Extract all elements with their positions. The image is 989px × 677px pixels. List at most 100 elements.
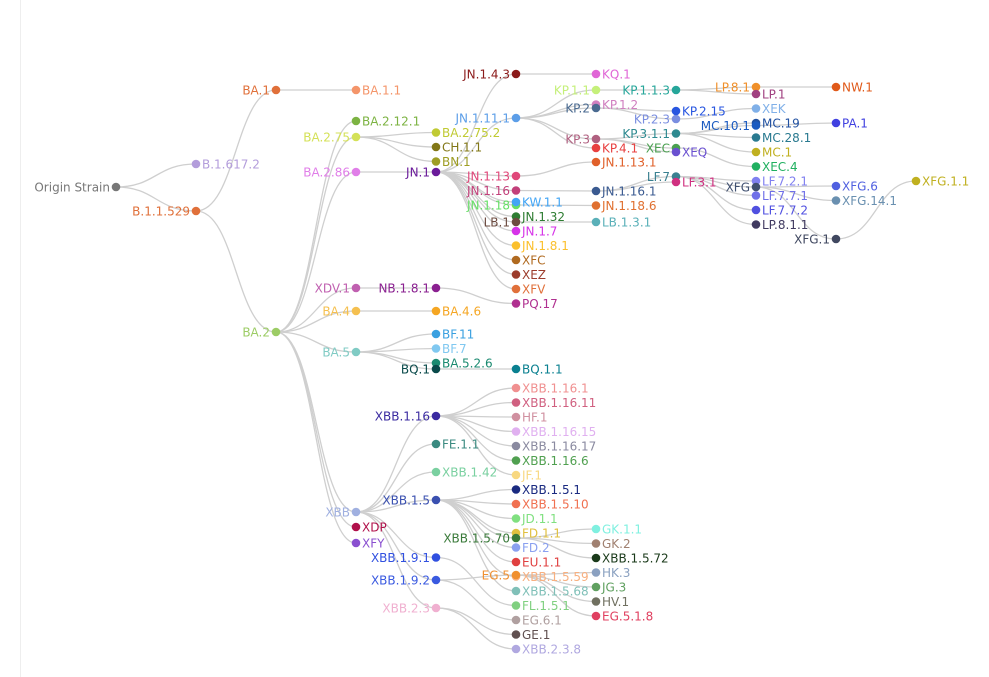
node-dot[interactable] <box>431 128 441 137</box>
node-eg-5-1-8[interactable]: EG.5.1.8 <box>591 609 654 623</box>
node-dot[interactable] <box>831 196 841 205</box>
node-dot[interactable] <box>191 159 201 169</box>
node-dot[interactable] <box>511 570 521 580</box>
node-dot[interactable] <box>511 226 521 236</box>
node-dot[interactable] <box>511 255 521 265</box>
node-dot[interactable] <box>511 197 521 207</box>
node-dot[interactable] <box>431 467 441 477</box>
node-dot[interactable] <box>511 499 521 509</box>
node-xfg-1-1[interactable]: XFG.1.1 <box>911 174 970 188</box>
node-kp-4-1[interactable]: KP.4.1 <box>591 141 638 155</box>
node-ba-4-6[interactable]: BA.4.6 <box>431 304 481 318</box>
node-dot[interactable] <box>591 568 601 577</box>
node-dot[interactable] <box>431 306 441 316</box>
node-dot[interactable] <box>591 157 601 167</box>
node-xbb-2-3[interactable]: XBB.2.3 <box>382 601 441 615</box>
node-xdp[interactable]: XDP <box>351 520 387 534</box>
node-fd-2[interactable]: FD.2 <box>511 541 550 555</box>
node-dot[interactable] <box>511 217 521 227</box>
node-dot[interactable] <box>831 181 841 191</box>
node-dot[interactable] <box>511 171 521 181</box>
node-dot[interactable] <box>511 543 521 552</box>
node-eu-1-1[interactable]: EU.1.1 <box>511 555 562 569</box>
node-dot[interactable] <box>511 601 521 610</box>
node-dot[interactable] <box>831 234 841 244</box>
node-dot[interactable] <box>511 299 521 308</box>
node-ba-2-75-2[interactable]: BA.2.75.2 <box>431 126 501 140</box>
node-xbb-1-42[interactable]: XBB.1.42 <box>431 465 498 479</box>
node-jn-1-13[interactable]: JN.1.13 <box>466 169 521 183</box>
node-xfg-14-1[interactable]: XFG.14.1 <box>831 194 897 208</box>
node-dot[interactable] <box>831 118 841 128</box>
node-dot[interactable] <box>591 582 601 592</box>
node-dot[interactable] <box>511 470 521 480</box>
node-dot[interactable] <box>111 182 121 192</box>
node-xbb-1-5-1[interactable]: XBB.1.5.1 <box>511 483 581 497</box>
node-dot[interactable] <box>671 114 681 124</box>
node-lp-8-1[interactable]: LP.8.1 <box>715 80 761 94</box>
node-xbb-1-9-2[interactable]: XBB.1.9.2 <box>371 573 441 587</box>
node-dot[interactable] <box>431 167 441 177</box>
node-kp-2[interactable]: KP.2 <box>565 101 601 115</box>
node-xbb-1-9-1[interactable]: XBB.1.9.1 <box>371 551 441 565</box>
node-xec-4[interactable]: XEC.4 <box>751 160 798 174</box>
node-jn-1-16-1[interactable]: JN.1.16.1 <box>591 184 657 198</box>
node-dot[interactable] <box>671 147 681 157</box>
node-dot[interactable] <box>511 615 521 625</box>
node-dot[interactable] <box>351 347 361 357</box>
node-dot[interactable] <box>431 553 441 562</box>
node-dot[interactable] <box>511 412 521 422</box>
node-xeq[interactable]: XEQ <box>671 145 708 159</box>
node-dot[interactable] <box>591 201 601 210</box>
node-dot[interactable] <box>911 176 921 186</box>
node-dot[interactable] <box>431 142 441 152</box>
node-dot[interactable] <box>351 507 361 517</box>
node-dot[interactable] <box>671 177 681 187</box>
node-xbb[interactable]: XBB <box>325 505 361 519</box>
node-kp-2-3[interactable]: KP.2.3 <box>634 112 681 126</box>
node-dot[interactable] <box>751 121 761 130</box>
node-jn-1-7[interactable]: JN.1.7 <box>511 224 558 238</box>
node-dot[interactable] <box>511 364 521 374</box>
node-xbb-1-16[interactable]: XBB.1.16 <box>375 409 441 423</box>
node-ba-2-75[interactable]: BA.2.75 <box>303 130 361 144</box>
node-xbb-1-5[interactable]: XBB.1.5 <box>382 493 441 507</box>
node-dot[interactable] <box>511 427 521 436</box>
node-dot[interactable] <box>431 411 441 421</box>
node-dot[interactable] <box>511 644 521 654</box>
node-dot[interactable] <box>751 220 761 229</box>
node-dot[interactable] <box>591 103 601 113</box>
node-dot[interactable] <box>671 85 681 95</box>
node-xbb-1-16-17[interactable]: XBB.1.16.17 <box>511 439 597 453</box>
node-xbb-1-16-15[interactable]: XBB.1.16.15 <box>511 425 597 439</box>
node-ba-1[interactable]: BA.1 <box>242 83 281 97</box>
node-dot[interactable] <box>591 143 601 153</box>
node-dot[interactable] <box>351 522 361 532</box>
node-xfg-6[interactable]: XFG.6 <box>831 179 878 193</box>
node-dot[interactable] <box>511 398 521 407</box>
node-fe-1-1[interactable]: FE.1.1 <box>431 437 480 451</box>
node-kp-3[interactable]: KP.3 <box>565 132 601 146</box>
node-xbb-1-5-68[interactable]: XBB.1.5.68 <box>511 584 589 598</box>
node-xfv[interactable]: XFV <box>511 282 546 296</box>
node-dot[interactable] <box>591 85 601 95</box>
node-dot[interactable] <box>431 439 441 449</box>
node-dot[interactable] <box>191 206 201 216</box>
node-dot[interactable] <box>511 113 521 123</box>
node-dot[interactable] <box>351 306 361 316</box>
node-dot[interactable] <box>351 85 361 95</box>
node-xbb-1-5-70[interactable]: XBB.1.5.70 <box>443 531 521 545</box>
node-nb-1-8-1[interactable]: NB.1.8.1 <box>378 281 441 295</box>
node-jn-1-13-1[interactable]: JN.1.13.1 <box>591 155 657 169</box>
node-bn-1[interactable]: BN.1 <box>431 155 471 169</box>
node-dot[interactable] <box>431 603 441 613</box>
node-dot[interactable] <box>511 383 521 393</box>
node-dot[interactable] <box>431 157 441 166</box>
node-ba-5[interactable]: BA.5 <box>322 345 361 359</box>
node-ba-2-12-1[interactable]: BA.2.12.1 <box>351 114 421 128</box>
node-ba-2[interactable]: BA.2 <box>242 325 281 339</box>
node-bf-7[interactable]: BF.7 <box>431 342 467 356</box>
node-dot[interactable] <box>751 162 761 171</box>
node-ba-1-1[interactable]: BA.1.1 <box>351 83 401 97</box>
node-dot[interactable] <box>671 106 681 116</box>
